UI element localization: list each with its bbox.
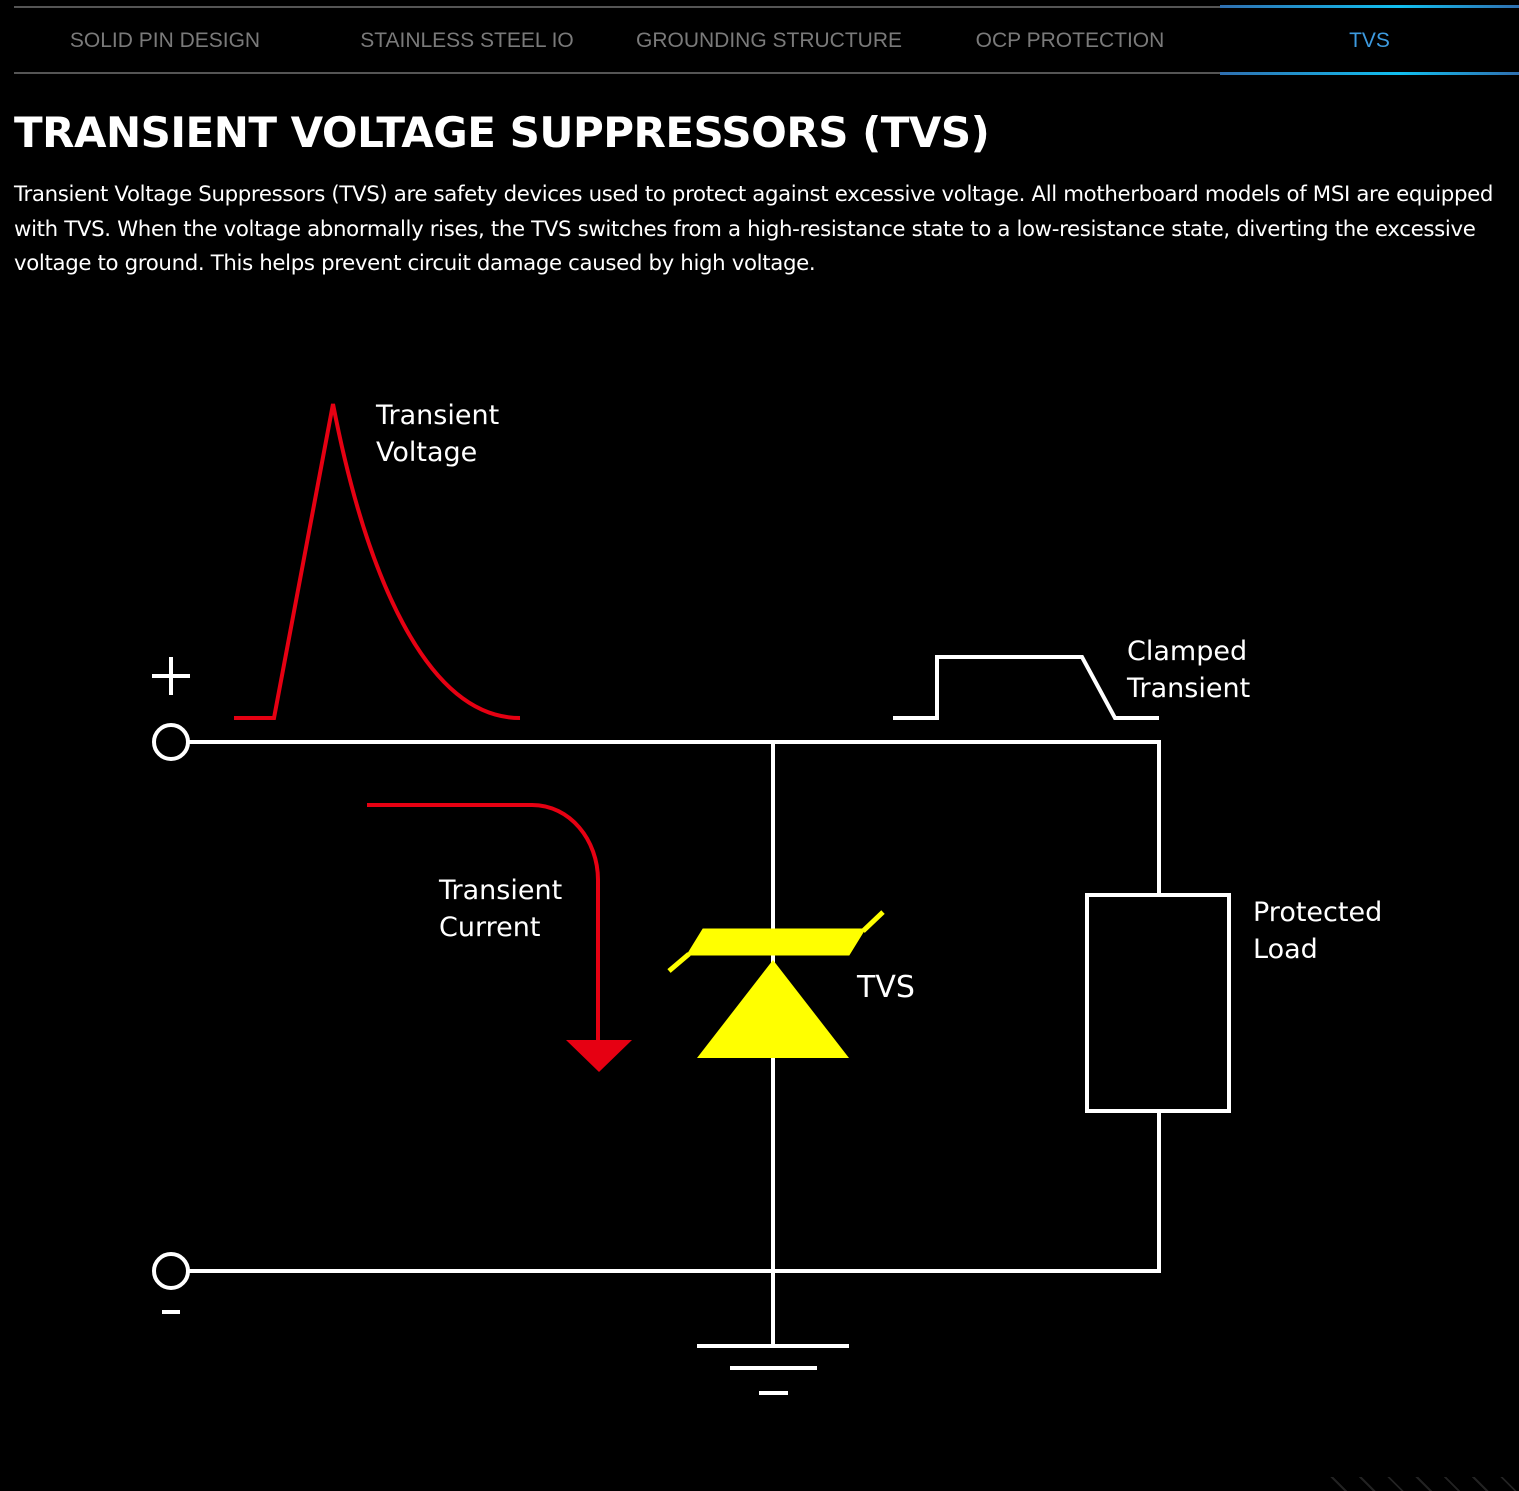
tab-stainless-steel-io[interactable]: STAINLESS STEEL IO xyxy=(360,29,574,52)
negative-terminal xyxy=(152,1252,190,1290)
protected-load-box xyxy=(1085,893,1231,1113)
label-tvs: TVS xyxy=(856,970,915,1005)
clamped-transient-waveform xyxy=(893,655,1159,720)
tab-grounding-structure[interactable]: GROUNDING STRUCTURE xyxy=(636,29,902,52)
tvs-diode-symbol xyxy=(667,910,885,1058)
plus-sign-icon xyxy=(152,657,190,695)
negative-wire xyxy=(188,1111,1161,1273)
transient-voltage-waveform xyxy=(234,403,521,720)
page-title: TRANSIENT VOLTAGE SUPPRESSORS (TVS) xyxy=(14,108,990,157)
tab-bar: SOLID PIN DESIGN STAINLESS STEEL IO GROU… xyxy=(14,5,1519,75)
description: Transient Voltage Suppressors (TVS) are … xyxy=(14,182,1494,276)
tab-ocp-protection[interactable]: OCP PROTECTION xyxy=(975,29,1165,52)
arrow-head-icon xyxy=(566,1040,632,1072)
tab-solid-pin-design[interactable]: SOLID PIN DESIGN xyxy=(69,29,261,52)
positive-wire xyxy=(188,740,1161,895)
transient-current-arrow xyxy=(367,803,600,1042)
tab-tvs[interactable]: TVS xyxy=(1220,5,1519,75)
positive-terminal xyxy=(152,723,190,761)
decorative-hatch xyxy=(1319,1477,1519,1491)
ground-icon xyxy=(697,1344,849,1395)
